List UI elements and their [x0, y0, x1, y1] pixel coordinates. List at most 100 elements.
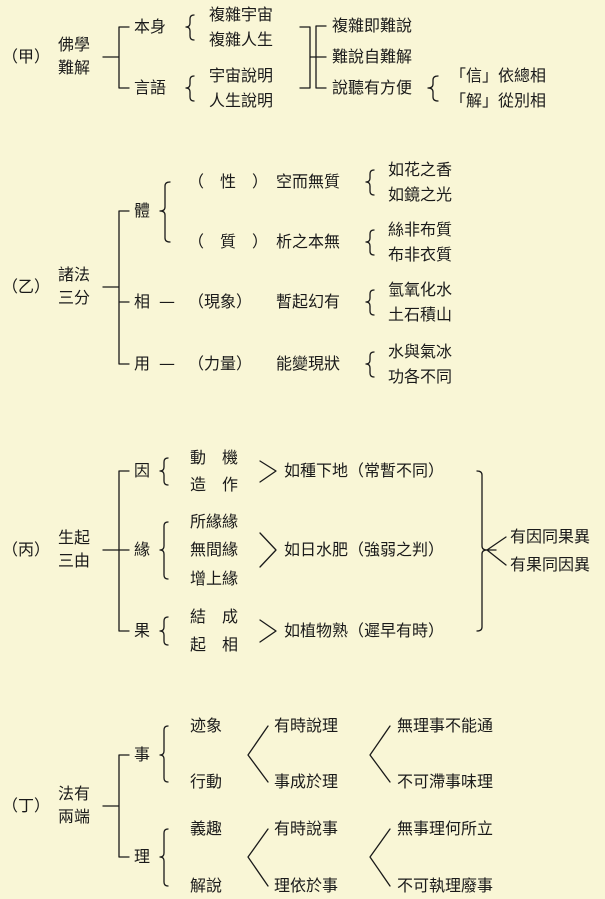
sub-item: 無間緣	[190, 540, 239, 559]
branch-label: 本身	[134, 17, 167, 36]
close-brace	[476, 470, 488, 632]
section-label: （乙）	[2, 277, 51, 296]
section-label: （甲）	[2, 47, 51, 66]
branch-label: 理	[134, 847, 151, 866]
result-item: 複雜即難說	[332, 16, 413, 35]
section-label: （丙）	[2, 540, 51, 559]
desc-item: 空而無質	[276, 172, 341, 191]
example-item: 絲非布質	[388, 220, 453, 239]
sub-item: 行動	[190, 772, 223, 791]
end-item: 有因同果異	[510, 527, 591, 546]
open-brace	[365, 351, 375, 378]
end-item: 「信」依總相	[450, 66, 547, 85]
open-brace	[159, 181, 171, 243]
sub-item: 所緣緣	[190, 512, 239, 531]
example-item: 氫氧化水	[388, 280, 453, 299]
branch-label: 言語	[134, 78, 167, 97]
desc-item: 如日水肥（強弱之判）	[284, 540, 445, 559]
branch-label: 事	[134, 745, 151, 764]
branch-label: 因	[134, 461, 151, 480]
mid-item: 理依於事	[274, 876, 339, 895]
section-title-line: 三由	[58, 551, 91, 570]
end-item: 無理事不能通	[397, 716, 494, 735]
section-title-line: 佛學	[58, 35, 91, 54]
example-item: 如鏡之光	[388, 185, 453, 204]
sub-item: 起 相	[190, 635, 239, 654]
dash: —	[159, 354, 175, 373]
double-bracket-left	[299, 26, 317, 89]
section-title-line: 生起	[58, 528, 91, 547]
open-brace	[427, 75, 439, 102]
result-item: 說聽有方便	[332, 78, 413, 97]
example-item: 水與氣冰	[388, 342, 453, 361]
sub-item: 結 成	[190, 607, 239, 626]
end-item: 「解」從別相	[450, 91, 547, 110]
section-title-line: 法有	[58, 784, 91, 803]
open-brace	[159, 457, 169, 486]
aspect-label: （現象）	[188, 292, 253, 311]
sub-item: 動 機	[190, 448, 239, 467]
open-brace	[159, 828, 169, 887]
end-item: 無事理何所立	[397, 819, 494, 838]
tree-bracket	[102, 754, 130, 858]
example-item: 如花之香	[388, 160, 453, 179]
section-label: （丁）	[2, 796, 51, 815]
open-brace	[365, 229, 375, 256]
aspect-label: （ 性 ）	[188, 172, 269, 191]
desc-item: 能變現狀	[276, 354, 341, 373]
desc-item: 析之本無	[276, 232, 341, 251]
mid-item: 有時說事	[274, 819, 339, 838]
section-title-line: 難解	[58, 58, 91, 77]
tree-bracket	[102, 470, 130, 632]
open-brace	[185, 75, 195, 102]
sub-item: 義趣	[190, 819, 223, 838]
branch-label: 緣	[134, 540, 151, 559]
angle-bracket	[259, 532, 277, 568]
branch-label: 用	[134, 354, 151, 373]
angle-bracket	[259, 619, 277, 643]
open-brace	[365, 169, 375, 196]
branch-label: 果	[134, 621, 151, 640]
sub-item: 複雜人生	[209, 30, 274, 49]
result-item: 難說自難解	[332, 47, 413, 66]
tree-bracket	[102, 26, 130, 89]
dash: —	[159, 292, 175, 311]
branch-label: 相	[134, 292, 151, 311]
angle-bracket	[369, 828, 391, 887]
open-brace	[159, 616, 169, 646]
sub-item: 造 作	[190, 475, 239, 494]
example-item: 布非衣質	[388, 245, 453, 264]
branch-label: 體	[134, 201, 151, 220]
sub-item: 人生說明	[209, 91, 274, 110]
desc-item: 如種下地（常暫不同）	[284, 461, 445, 480]
sub-item: 迹象	[190, 716, 223, 735]
end-item: 不可滯事味理	[397, 772, 494, 791]
open-brace	[185, 14, 195, 41]
open-brace	[365, 289, 375, 316]
sub-item: 增上緣	[190, 569, 239, 588]
open-brace	[159, 725, 169, 783]
example-item: 土石積山	[388, 305, 453, 324]
angle-bracket	[259, 460, 277, 483]
section-title-line: 兩端	[58, 807, 91, 826]
aspect-label: （力量）	[188, 354, 253, 373]
angle-bracket	[247, 725, 269, 783]
fork	[486, 536, 507, 566]
desc-item: 如植物熟（遲早有時）	[284, 621, 445, 640]
angle-bracket	[369, 725, 391, 783]
mid-item: 有時說理	[274, 716, 339, 735]
double-bracket-right	[315, 25, 327, 89]
section-title-line: 諸法	[58, 265, 91, 284]
end-item: 有果同因異	[510, 555, 591, 574]
sub-item: 複雜宇宙	[209, 5, 274, 24]
example-item: 功各不同	[388, 367, 453, 386]
sub-item: 宇宙說明	[209, 66, 274, 85]
angle-bracket	[247, 828, 269, 887]
desc-item: 暫起幻有	[276, 292, 341, 311]
sub-item: 解說	[190, 876, 223, 895]
section-title-line: 三分	[58, 288, 91, 307]
end-item: 不可執理廢事	[397, 876, 494, 895]
mid-item: 事成於理	[274, 772, 339, 791]
